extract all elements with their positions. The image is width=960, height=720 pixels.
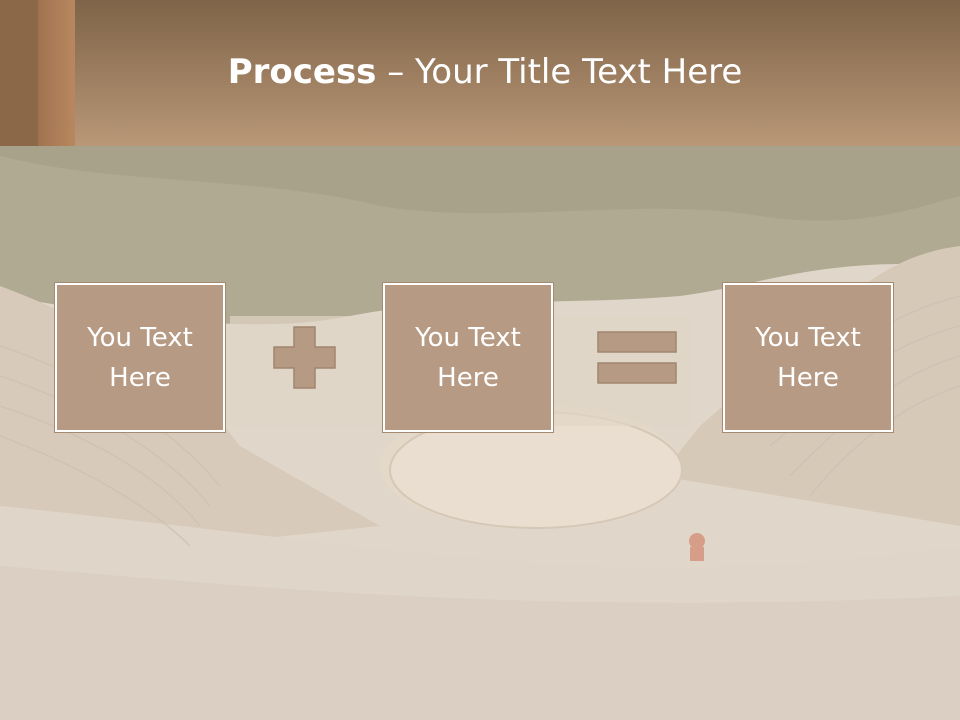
plus-icon xyxy=(273,326,336,389)
slide-title[interactable]: Process – Your Title Text Here xyxy=(75,52,895,92)
step-3-line-1: You Text xyxy=(755,322,861,353)
step-2-line-2: Here xyxy=(437,362,499,393)
step-1-text: You Text Here xyxy=(75,318,205,398)
process-step-1[interactable]: You Text Here xyxy=(54,282,226,433)
slide-title-bold: Process xyxy=(227,52,377,92)
title-band: Process – Your Title Text Here xyxy=(0,0,960,146)
step-2-line-1: You Text xyxy=(415,322,521,353)
equals-icon xyxy=(597,331,677,384)
photo-overlay xyxy=(0,146,960,720)
accent-bar-light xyxy=(38,0,75,146)
accent-bar-dark xyxy=(0,0,38,146)
step-2-text: You Text Here xyxy=(403,318,533,398)
step-1-line-2: Here xyxy=(109,362,171,393)
process-step-2[interactable]: You Text Here xyxy=(382,282,554,433)
step-3-text: You Text Here xyxy=(743,318,873,398)
step-1-line-1: You Text xyxy=(87,322,193,353)
slide-title-rest: – Your Title Text Here xyxy=(376,52,743,92)
background-photo xyxy=(0,146,960,720)
process-step-3[interactable]: You Text Here xyxy=(722,282,894,433)
step-3-line-2: Here xyxy=(777,362,839,393)
